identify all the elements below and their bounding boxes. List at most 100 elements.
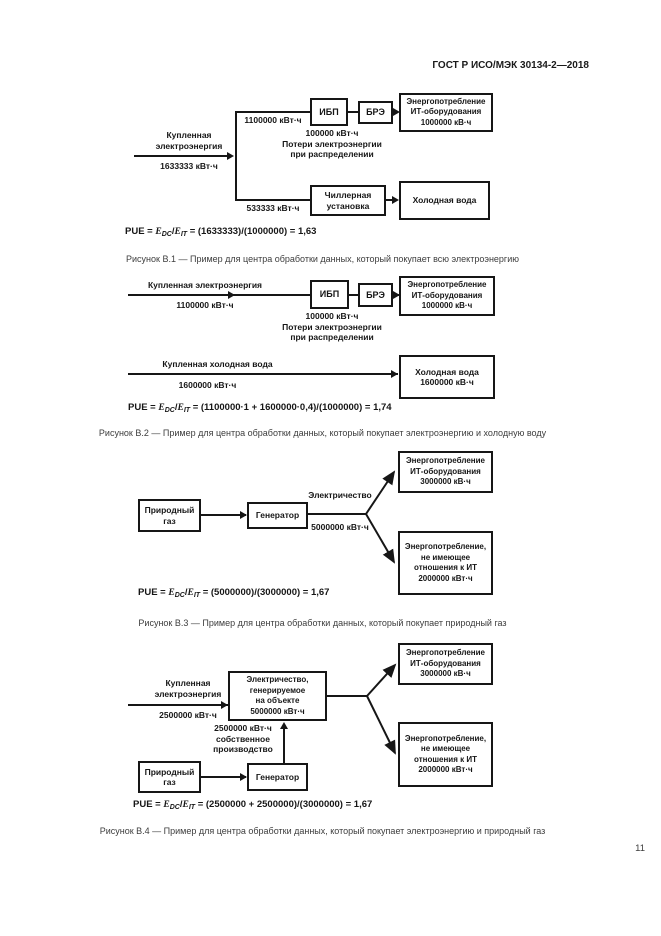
fig4-nonit-line2: не имеющее — [420, 744, 471, 753]
doc-header-title: ГОСТ Р ИСО/МЭК 30134-2—2018 — [432, 60, 589, 71]
fig1-input-title: Купленная электроэнергия — [155, 130, 223, 151]
formula-e: E — [168, 588, 175, 598]
formula-lead: PUE = — [133, 799, 164, 810]
fig1-ups-box: ИБП — [310, 98, 348, 126]
formula-lead: PUE = — [128, 402, 159, 413]
fig3-generator-box: Генератор — [247, 502, 308, 529]
fig1-loss-line1: Потери электроэнергии — [282, 138, 382, 149]
fig2-cold-value: 1600000 кВ·ч — [420, 377, 474, 387]
fig1-cold-water-label: Холодная вода — [412, 195, 477, 206]
formula-lead: PUE = — [138, 587, 169, 598]
fig2-input-line — [128, 294, 310, 296]
formula-sub-it: IT — [193, 592, 201, 599]
fig4-generator-label: Генератор — [255, 771, 300, 782]
fig4-nonit-value: 2000000 кВт·ч — [418, 765, 473, 774]
fig4-it-line2: ИТ-оборудования — [410, 658, 481, 668]
formula-sub-dc: DC — [174, 592, 185, 599]
arrow-right-icon — [392, 196, 399, 204]
fig4-input-title: Купленная электроэнергия — [154, 678, 222, 699]
fig2-ups-box: ИБП — [310, 280, 349, 309]
fig1-chiller-box: Чиллерная установка — [310, 185, 386, 216]
formula-slash: / — [174, 402, 178, 413]
formula-rest: = (2500000 + 2500000)/(3000000) = 1,67 — [195, 799, 373, 810]
formula-e: E — [182, 800, 189, 810]
fig3-electricity-value: 5000000 кВт·ч — [311, 522, 369, 532]
fig3-gas-gen-line — [201, 514, 246, 516]
fig3-nonit-line2: не имеющее — [420, 552, 471, 562]
fig1-loss-value: 100000 кВт·ч — [305, 128, 359, 138]
formula-rest: = (1633333)/(1000000) = 1,63 — [187, 226, 317, 237]
fig2-it-line2: ИТ-оборудования — [411, 290, 483, 300]
fig2-water-value: 1600000 кВт·ч — [178, 380, 237, 390]
fig1-top-branch-value: 1100000 кВт·ч — [244, 115, 302, 125]
fig2-loss-line1: Потери электроэнергии — [282, 321, 382, 332]
fig1-it-line1: Энергопотребление — [406, 96, 486, 106]
fig4-own-production-label: 2500000 кВт·ч собственное производство — [203, 723, 283, 755]
arrow-right-icon — [221, 701, 228, 709]
formula-rest: = (5000000)/(3000000) = 1,67 — [200, 587, 330, 598]
fig3-nonit-load-box: Энергопотребление, не имеющее отношения … — [398, 531, 493, 595]
fig2-pue-formula: PUE = EDC/EIT = (1100000·1 + 1600000·0,4… — [128, 402, 392, 414]
fig1-loss-label: 100000 кВт·ч Потери электроэнергии при р… — [257, 128, 407, 160]
arrow-right-icon — [240, 773, 247, 781]
fig3-it-line1: Энергопотребление — [405, 456, 485, 466]
fig2-input-value: 1100000 кВт·ч — [176, 300, 234, 310]
fig2-it-load-box: Энергопотребление ИТ-оборудования 100000… — [399, 276, 495, 316]
formula-e: E — [163, 800, 170, 810]
fig4-gas-gen-line — [201, 776, 246, 778]
fig2-loss-line2: при распределении — [290, 332, 374, 342]
fig3-electricity-label: Электричество — [308, 490, 372, 500]
fig4-fork-lines — [327, 663, 397, 755]
formula-slash: / — [171, 226, 175, 237]
fig4-elec-line1: Электричество, — [246, 675, 309, 684]
fig2-water-label: Купленная холодная вода — [162, 359, 273, 369]
formula-sub-it: IT — [180, 231, 188, 238]
fig1-it-load-box: Энергопотребление ИТ-оборудования 100000… — [399, 93, 493, 132]
fig1-input-line — [134, 155, 232, 157]
fig1-caption: Рисунок В.1 — Пример для центра обработк… — [126, 254, 519, 264]
fig2-input-label: Купленная электроэнергия — [147, 280, 263, 290]
fig4-nonit-load-box: Энергопотребление, не имеющее отношения … — [398, 722, 493, 787]
fig4-input-value: 2500000 кВт·ч — [159, 710, 217, 720]
formula-rest: = (1100000·1 + 1600000·0,4)/(1000000) = … — [190, 402, 392, 413]
fig3-gas-label: Природный газ — [144, 505, 195, 526]
formula-e: E — [158, 403, 165, 413]
fig1-chiller-line1: Чиллерная — [324, 190, 372, 200]
fig3-gas-box: Природный газ — [138, 499, 201, 532]
arrow-right-icon — [227, 152, 234, 160]
fig1-it-value: 1000000 кВ·ч — [420, 117, 472, 127]
arrow-right-icon — [240, 511, 247, 519]
fig3-pue-formula: PUE = EDC/EIT = (5000000)/(3000000) = 1,… — [138, 587, 329, 599]
fig1-ups-label: ИБП — [319, 106, 339, 117]
fig4-input-line — [128, 704, 228, 706]
formula-slash: / — [179, 799, 183, 810]
fig4-gas-box: Природный газ — [138, 761, 201, 793]
fig4-it-load-box: Энергопотребление ИТ-оборудования 300000… — [398, 643, 493, 685]
fig1-top-branch-line — [235, 111, 311, 113]
formula-sub-dc: DC — [164, 407, 175, 414]
fig4-it-line1: Энергопотребление — [405, 648, 485, 658]
fig4-onsite-electricity-box: Электричество, генерируемое на объекте 5… — [228, 671, 327, 721]
fig3-nonit-line3: отношения к ИТ — [414, 563, 477, 572]
fig1-loss-line2: при распределении — [290, 149, 374, 159]
fig3-nonit-line1: Энергопотребление, — [404, 542, 487, 551]
fig3-it-load-box: Энергопотребление ИТ-оборудования 300000… — [398, 451, 493, 493]
fig2-ups-pdu-link — [349, 294, 358, 296]
fig3-caption: Рисунок В.3 — Пример для центра обработк… — [138, 618, 507, 628]
fig2-pdu-box: БРЭ — [358, 283, 393, 307]
fig1-chiller-cold-link — [386, 199, 392, 201]
formula-sub-dc: DC — [161, 231, 172, 238]
fig4-pue-formula: PUE = EDC/EIT = (2500000 + 2500000)/(300… — [133, 799, 372, 811]
fig3-nonit-value: 2000000 кВт·ч — [418, 573, 473, 583]
fig3-fork-lines — [308, 470, 396, 564]
fig1-pdu-box: БРЭ — [358, 101, 393, 124]
formula-e: E — [177, 403, 184, 413]
formula-e: E — [187, 588, 194, 598]
fig2-ups-label: ИБП — [319, 289, 340, 300]
formula-e: E — [155, 227, 162, 237]
formula-slash: / — [184, 587, 188, 598]
fig4-own-line3: производство — [213, 744, 273, 754]
fig2-water-line — [128, 373, 398, 375]
fig3-generator-label: Генератор — [255, 510, 300, 521]
